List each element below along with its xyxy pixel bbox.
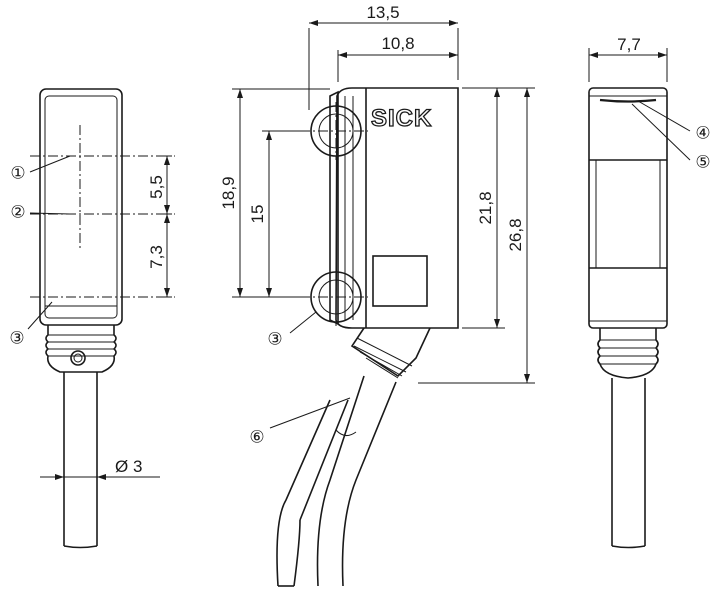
callout-3-front: ③ [9,329,24,348]
dim-width-inner: 10,8 [381,34,414,53]
dim-height-body: 21,8 [476,191,495,224]
callout-3-side: ③ [267,330,282,349]
dim-offset-lower: 7,3 [147,245,166,269]
dim-width-side: 7,7 [617,35,641,54]
dim-offset-upper: 5,5 [147,175,166,199]
dim-width-overall: 13,5 [366,3,399,22]
end-view: 7,7 ④ ⑤ [588,35,711,549]
dim-height-total: 26,8 [506,218,525,251]
dim-height-mount: 18,9 [219,176,238,209]
callout-4: ④ [695,124,710,143]
side-view: SICK 13,5 10,8 18,9 15 [219,3,535,587]
front-view: 5,5 7,3 Ø 3 ① ② ③ [9,88,175,549]
dim-height-holes: 15 [248,205,267,224]
dim-cable-diameter: Ø 3 [115,457,142,476]
callout-1: ① [10,164,25,183]
callout-6: ⑥ [249,428,264,447]
brand-logo: SICK [371,105,432,132]
callout-2: ② [10,203,25,222]
callout-5: ⑤ [695,153,710,172]
